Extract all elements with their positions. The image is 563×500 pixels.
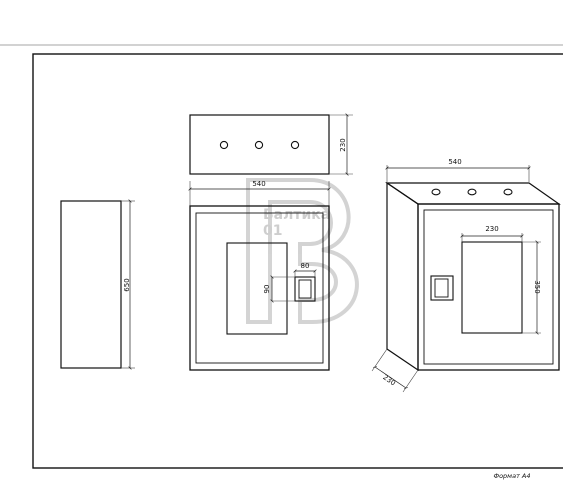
iso-depth-dimension-line (372, 366, 409, 389)
iso-front-face (417, 203, 560, 371)
watermark-line1: Балтика (263, 207, 330, 223)
handle-height-dimension-label: 90 (263, 285, 271, 294)
front-view: 540 80 90 (188, 180, 331, 371)
top-view-outline (189, 114, 330, 175)
iso-window (461, 241, 523, 334)
iso-hole-1 (431, 188, 441, 196)
watermark-line2: 01 (263, 223, 282, 239)
iso-window-height-dimension-label: 350 (533, 280, 541, 293)
handle-width-dimension-label: 80 (301, 262, 310, 270)
width-dimension-label: 540 (252, 180, 265, 188)
iso-depth-dimension-label: 230 (381, 373, 397, 387)
iso-window-width-dimension-label: 230 (485, 225, 498, 233)
iso-handle (430, 275, 454, 301)
front-handle (294, 276, 316, 302)
front-view-outline (189, 205, 330, 371)
top-hole-1 (219, 140, 229, 150)
front-handle-inner (298, 279, 312, 299)
iso-side-face (386, 181, 419, 372)
isometric-view: 540 230 350 230 (371, 158, 561, 393)
top-hole-3 (290, 140, 300, 150)
front-door-frame (195, 212, 324, 364)
drawing-frame (32, 53, 563, 469)
format-label: Формат А4 (493, 472, 530, 480)
iso-handle-inner (434, 278, 449, 298)
watermark-logo-b (246, 178, 359, 324)
side-view: 650 (60, 199, 135, 370)
depth-dimension-label: 230 (339, 138, 347, 151)
iso-width-dimension-label: 540 (448, 158, 461, 166)
iso-hole-2 (467, 188, 477, 196)
top-view: 230 (189, 113, 353, 176)
height-dimension-label: 650 (123, 278, 131, 291)
watermark: Балтика 01 (246, 178, 359, 324)
top-hole-2 (254, 140, 264, 150)
iso-door-frame (423, 209, 554, 365)
side-view-outline (60, 200, 122, 369)
front-window (226, 242, 288, 335)
iso-hole-3 (503, 188, 513, 196)
